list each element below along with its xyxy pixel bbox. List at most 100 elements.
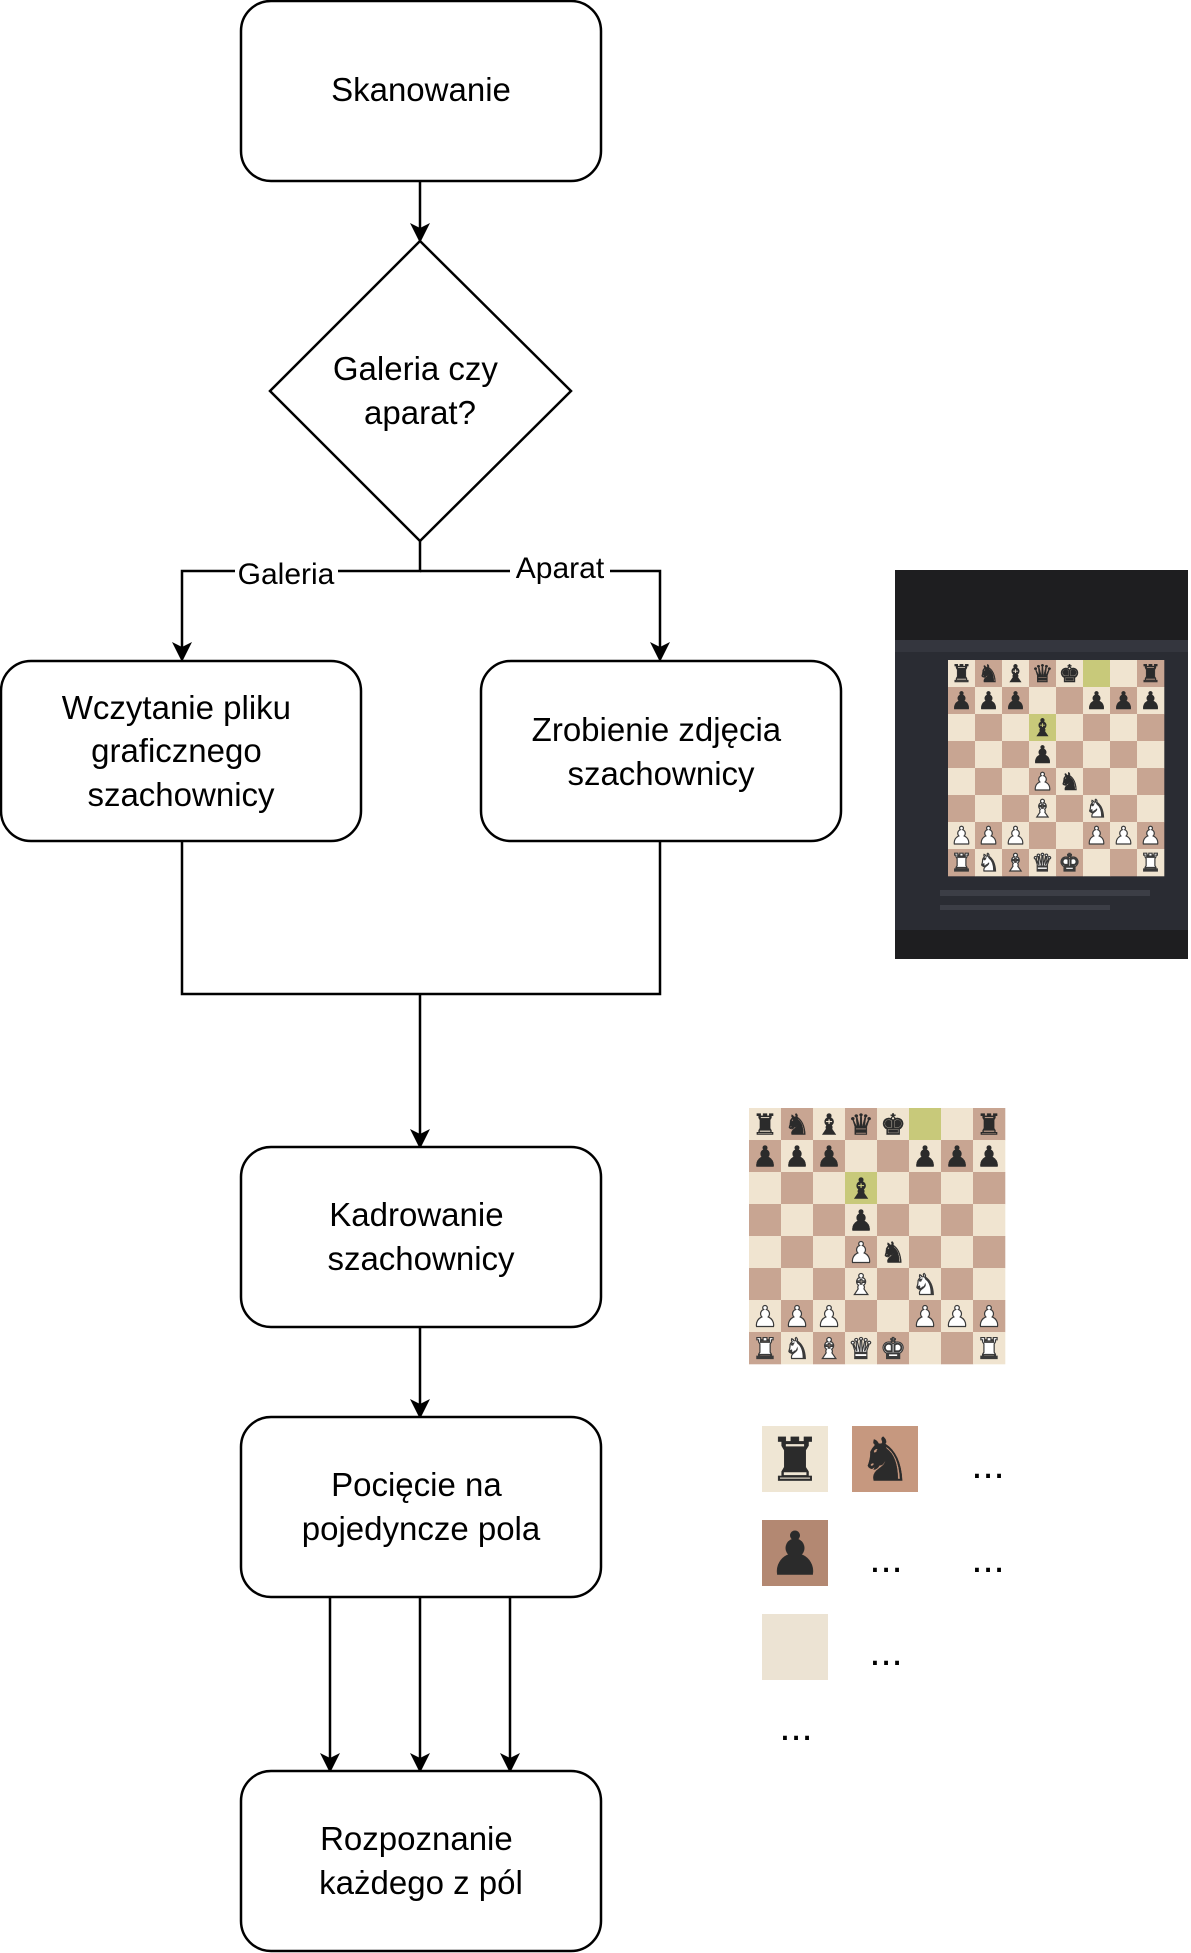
cropped-square bbox=[813, 1332, 846, 1365]
cropped-square bbox=[877, 1300, 910, 1333]
cropped-square bbox=[941, 1268, 974, 1301]
photo-square bbox=[1029, 660, 1057, 688]
cropped-white-pawn-icon: ♟ bbox=[784, 1299, 810, 1333]
photo-square bbox=[948, 822, 976, 850]
cropped-square bbox=[845, 1236, 878, 1269]
photo-square bbox=[975, 687, 1003, 715]
photo-square bbox=[1029, 795, 1057, 823]
photo-black-bishop-icon: ♝ bbox=[1032, 713, 1054, 742]
photo-square bbox=[1083, 687, 1111, 715]
cropped-square bbox=[781, 1140, 814, 1173]
cropped-white-pawn-icon: ♟ bbox=[848, 1235, 874, 1269]
photo-square bbox=[1002, 741, 1030, 769]
photo-square bbox=[1137, 795, 1165, 823]
cropped-black-pawn-icon: ♟ bbox=[848, 1203, 874, 1237]
photo-board-squares: ♜♞♝♛♚♜♟♟♟♟♟♟♝♟♟♞♝♞♟♟♟♟♟♟♜♞♝♛♚♜ bbox=[948, 659, 1165, 878]
cropped-white-rook-icon: ♜ bbox=[752, 1331, 778, 1365]
photo-black-pawn-icon: ♟ bbox=[951, 686, 973, 715]
photo-square bbox=[1029, 849, 1057, 877]
svg-text:Rozpoznanie każdego z pó: Rozpoznanie każdego z pól bbox=[319, 1820, 523, 1901]
cropped-white-pawn-icon: ♟ bbox=[752, 1299, 778, 1333]
cropped-white-rook-icon: ♜ bbox=[976, 1331, 1002, 1365]
photo-square bbox=[1056, 714, 1084, 742]
photo-black-king-icon: ♚ bbox=[1059, 659, 1081, 688]
photo-square bbox=[975, 714, 1003, 742]
photo-square bbox=[1110, 660, 1138, 688]
cropped-square bbox=[813, 1236, 846, 1269]
photo-square bbox=[1137, 714, 1165, 742]
cropped-square bbox=[845, 1204, 878, 1237]
photo-white-pawn-icon: ♟ bbox=[1086, 821, 1108, 850]
photo-square bbox=[1083, 741, 1111, 769]
cropped-square bbox=[749, 1300, 782, 1333]
chessboard-photo: ♜♞♝♛♚♜♟♟♟♟♟♟♝♟♟♞♝♞♟♟♟♟♟♟♜♞♝♛♚♜ bbox=[895, 570, 1188, 959]
photo-white-rook-icon: ♜ bbox=[951, 848, 973, 877]
photo-white-queen-icon: ♛ bbox=[1032, 848, 1054, 877]
photo-square bbox=[1029, 714, 1057, 742]
photo-black-rook-icon: ♜ bbox=[951, 659, 973, 688]
photo-square bbox=[1002, 687, 1030, 715]
photo-black-pawn-icon: ♟ bbox=[1113, 686, 1135, 715]
cropped-square bbox=[973, 1172, 1006, 1205]
cropped-square bbox=[909, 1332, 942, 1365]
photo-square bbox=[1029, 822, 1057, 850]
photo-square bbox=[975, 768, 1003, 796]
photo-square bbox=[1002, 849, 1030, 877]
ellipsis-row4-col1: ... bbox=[779, 1705, 812, 1749]
photo-black-pawn-icon: ♟ bbox=[978, 686, 1000, 715]
cropped-square bbox=[845, 1332, 878, 1365]
photo-square bbox=[1002, 714, 1030, 742]
node-take-photo: Zrobienie zdjęcia szachownicy bbox=[479, 659, 843, 843]
cropped-white-queen-icon: ♛ bbox=[848, 1331, 874, 1365]
cropped-square bbox=[749, 1172, 782, 1205]
photo-square bbox=[1056, 741, 1084, 769]
svg-text:Pocięcie na pojedyncze p: Pocięcie na pojedyncze pola bbox=[302, 1466, 541, 1547]
cropped-square bbox=[973, 1300, 1006, 1333]
ellipsis-row2-col2: ... bbox=[869, 1537, 902, 1581]
photo-white-pawn-icon: ♟ bbox=[1140, 821, 1162, 850]
edge-label-camera: Aparat bbox=[510, 550, 610, 585]
cropped-square bbox=[973, 1204, 1006, 1237]
photo-square bbox=[975, 741, 1003, 769]
photo-square bbox=[1002, 822, 1030, 850]
cropped-black-pawn-icon: ♟ bbox=[976, 1139, 1002, 1173]
photo-square bbox=[1137, 849, 1165, 877]
photo-square bbox=[1083, 822, 1111, 850]
cropped-square bbox=[877, 1140, 910, 1173]
node-cut-line-2: pojedyncze pola bbox=[302, 1510, 541, 1547]
photo-black-bishop-icon: ♝ bbox=[1005, 659, 1027, 688]
edge-label-gallery: Galeria bbox=[235, 555, 338, 591]
cropped-square bbox=[877, 1172, 910, 1205]
cropped-white-bishop-icon: ♝ bbox=[848, 1267, 874, 1301]
cropped-white-pawn-icon: ♟ bbox=[976, 1299, 1002, 1333]
photo-square bbox=[1056, 822, 1084, 850]
cropped-square bbox=[749, 1204, 782, 1237]
cropped-black-pawn-icon: ♟ bbox=[784, 1139, 810, 1173]
photo-square bbox=[975, 660, 1003, 688]
photo-white-knight-icon: ♞ bbox=[978, 848, 1000, 877]
tile-black-pawn-icon: ♟ bbox=[768, 1520, 822, 1590]
ellipsis-markers: ... ... ... ... ... bbox=[779, 1443, 1004, 1749]
cropped-square bbox=[877, 1236, 910, 1269]
svg-text:Skanowanie: Skanowanie bbox=[331, 71, 511, 108]
node-recognize: Rozpoznanie każdego z pól bbox=[239, 1769, 603, 1953]
cropped-square bbox=[941, 1204, 974, 1237]
photo-square bbox=[1137, 687, 1165, 715]
photo-square bbox=[1137, 741, 1165, 769]
cropped-square bbox=[877, 1204, 910, 1237]
photo-white-pawn-icon: ♟ bbox=[951, 821, 973, 850]
photo-monitor-bar bbox=[895, 640, 1188, 652]
cropped-white-knight-icon: ♞ bbox=[912, 1267, 938, 1301]
field-tile bbox=[762, 1426, 828, 1492]
cropped-square bbox=[749, 1108, 782, 1141]
cropped-white-pawn-icon: ♟ bbox=[944, 1299, 970, 1333]
svg-text:Kadrowanie szachownicy: Kadrowanie szachownicy bbox=[327, 1196, 515, 1277]
photo-square bbox=[948, 768, 976, 796]
svg-text:Aparat: Aparat bbox=[516, 552, 605, 585]
node-load-file: Wczytanie pliku graficznego szachownicy bbox=[0, 659, 363, 843]
node-recognize-line-1: Rozpoznanie bbox=[320, 1820, 513, 1857]
cropped-square bbox=[845, 1108, 878, 1141]
node-scan: Skanowanie bbox=[239, 0, 603, 183]
photo-square bbox=[948, 795, 976, 823]
